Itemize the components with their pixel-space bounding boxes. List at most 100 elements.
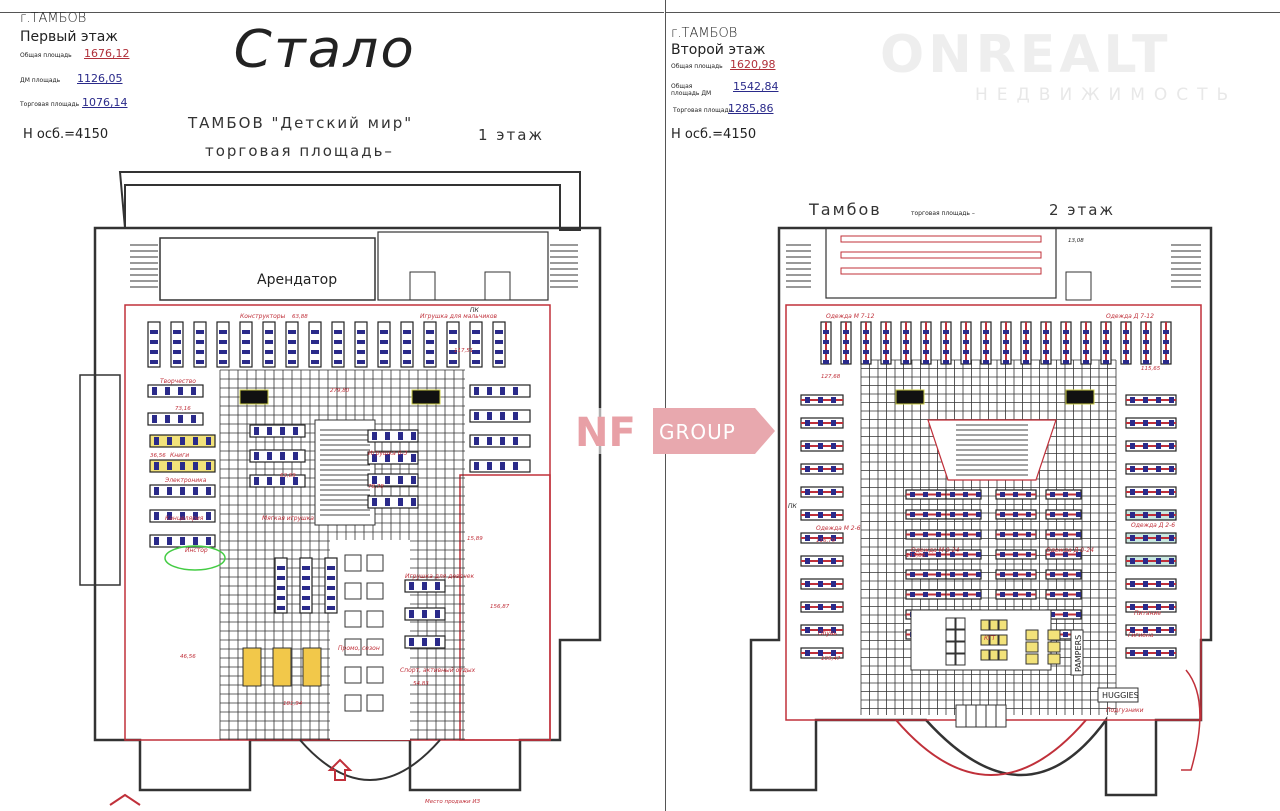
shelf-item: [487, 412, 492, 420]
area-number: 15,89: [467, 536, 483, 542]
shelf-item: [903, 350, 909, 354]
shelf-item: [1156, 535, 1161, 541]
shelf-item: [818, 604, 823, 610]
zone-label: Одежда М 7-12: [826, 313, 875, 320]
shelf-item: [963, 340, 969, 344]
shelf-item: [1156, 443, 1161, 449]
kgt-display: [1025, 629, 1039, 641]
shelf-item: [923, 592, 928, 597]
shelf-item: [409, 638, 414, 646]
shelf-item: [495, 360, 503, 364]
shelf-item: [254, 427, 259, 435]
shelf-item: [1003, 340, 1009, 344]
shelf-item: [513, 462, 518, 470]
shelf-item: [1130, 443, 1135, 449]
group-text: GROUP: [659, 420, 736, 444]
shelf-item: [165, 387, 170, 395]
shelf-item: [180, 437, 185, 445]
shelf-item: [936, 532, 941, 537]
shelf-item: [1043, 330, 1049, 334]
side-arc: [1181, 669, 1201, 771]
shelf-item: [923, 350, 929, 354]
shelf-item: [219, 340, 227, 344]
shelf-item: [1156, 420, 1161, 426]
shelf-item: [422, 582, 427, 590]
shelf-item: [206, 537, 211, 545]
shelf-item: [435, 638, 440, 646]
shelf-item: [357, 350, 365, 354]
shelf-item: [193, 462, 198, 470]
shelf-item: [302, 596, 310, 600]
shelf-item: [1026, 592, 1031, 597]
shelf-item: [154, 487, 159, 495]
shelf-item: [206, 462, 211, 470]
screen: [239, 389, 269, 405]
shelf-item: [173, 330, 181, 334]
shelf-item: [327, 566, 335, 570]
area-number: 127,68: [821, 374, 841, 380]
floor2-tag: 2 этаж: [1049, 201, 1115, 219]
shelf-item: [403, 330, 411, 334]
shelf-item: [334, 340, 342, 344]
shelf-item: [154, 537, 159, 545]
shelf-item: [165, 415, 170, 423]
kgt-shelf: [985, 704, 997, 728]
shelf-item: [843, 360, 849, 364]
floor2-name: Второй этаж: [671, 42, 766, 58]
area-number: 181,94: [283, 701, 303, 707]
shelf: [249, 424, 306, 438]
shelf-item: [288, 360, 296, 364]
kgt-display: [998, 619, 1008, 631]
shelf-item: [1083, 350, 1089, 354]
shelf-item: [1026, 492, 1031, 497]
kgt-shelf: [945, 641, 956, 654]
shelf-item: [403, 360, 411, 364]
shelf-item: [219, 350, 227, 354]
kgt-display: [1047, 629, 1061, 641]
shelf-item: [805, 397, 810, 403]
shelf-item: [976, 572, 981, 577]
shelf-item: [219, 330, 227, 334]
shelf-item: [1000, 492, 1005, 497]
zone-label: Конструкторы: [240, 313, 286, 320]
shelf-item: [831, 512, 836, 518]
shelf-item: [843, 350, 849, 354]
shelf-item: [1013, 572, 1018, 577]
storage-rack: [840, 235, 1042, 243]
shelf-item: [435, 610, 440, 618]
floor1-area-value: 1126,05: [77, 72, 123, 85]
shelf-item: [280, 477, 285, 485]
floor2-area-value: 1620,98: [730, 58, 776, 71]
area-number: 116,79: [816, 538, 836, 544]
shelf-item: [1063, 330, 1069, 334]
zone-label: Спорт, активный отдых: [400, 667, 476, 674]
promo-table: [344, 582, 362, 600]
shelf-item: [1143, 350, 1149, 354]
shelf-item: [1026, 512, 1031, 517]
floor2-title: Тамбов: [809, 200, 882, 219]
shelf-item: [805, 535, 810, 541]
shelf-item: [910, 572, 915, 577]
floor2-area-label: Общая площадь ДМ: [671, 83, 712, 97]
shelf-item: [1023, 340, 1029, 344]
shelf-item: [1143, 581, 1148, 587]
shelf-item: [1156, 558, 1161, 564]
shelf-item: [277, 566, 285, 570]
kgt-shelf: [955, 704, 967, 728]
shelf-item: [1050, 572, 1055, 577]
zone-label: Книги: [170, 452, 189, 459]
onrealt-watermark-sub: НЕДВИЖИМОСТЬ: [975, 85, 1238, 105]
shelf-item: [831, 466, 836, 472]
shelf-item: [903, 340, 909, 344]
shelf-item: [180, 462, 185, 470]
shelf-item: [372, 432, 377, 440]
shelf: [367, 473, 419, 487]
back-office: [825, 227, 1057, 299]
shelf-item: [818, 512, 823, 518]
kgt-display: [989, 649, 999, 661]
shelf-item: [242, 350, 250, 354]
shelf-item: [1169, 512, 1174, 518]
promo-table: [344, 694, 362, 712]
checkout: [272, 647, 292, 687]
shelf-item: [449, 330, 457, 334]
